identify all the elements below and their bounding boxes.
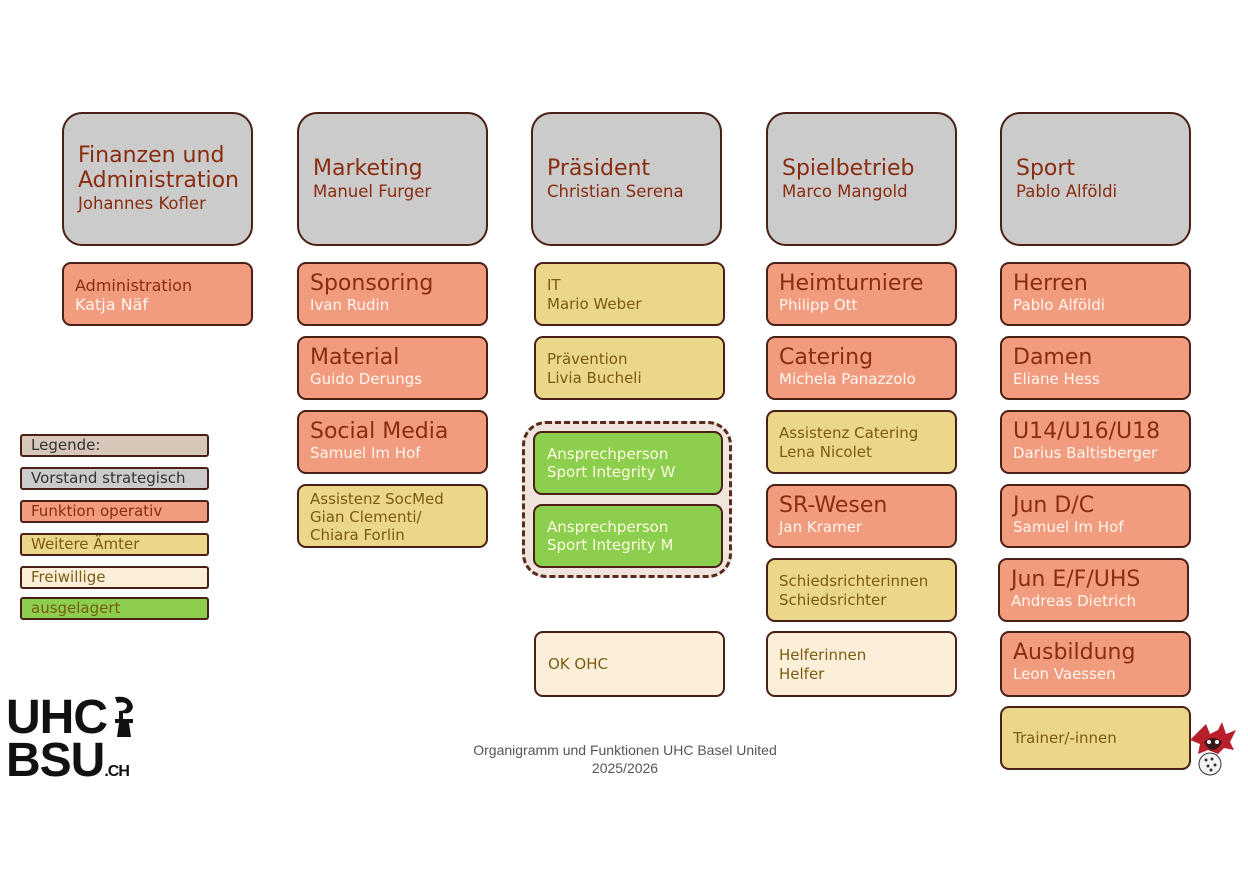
node-title: Assistenz Catering — [779, 424, 919, 442]
node-title: Herren — [1013, 271, 1088, 296]
node-title: Heimturniere — [779, 271, 924, 296]
header-title: Präsident — [547, 155, 651, 181]
node-herren: Herren Pablo Alföldi — [1000, 262, 1191, 326]
header-title: Finanzen und Administration — [78, 143, 239, 193]
node-title: Damen — [1013, 345, 1093, 370]
node-assistenz-catering: Assistenz Catering Lena Nicolet — [766, 410, 957, 474]
node-title: Ausbildung — [1013, 640, 1136, 665]
node-praevention: Prävention Livia Bucheli — [534, 336, 725, 400]
logo-line1: UHC — [6, 691, 108, 744]
node-integrity-m: Ansprechperson Sport Integrity M — [533, 504, 723, 568]
node-title: Ansprechperson — [547, 445, 669, 463]
uhc-bsu-logo: UHC BSU.CH — [6, 691, 139, 793]
node-title: Catering — [779, 345, 874, 370]
header-person: Christian Serena — [547, 181, 684, 201]
header-title: Sport — [1016, 155, 1076, 181]
node-subtitle: Schiedsrichter — [779, 591, 887, 609]
node-u14-u16-u18: U14/U16/U18 Darius Baltisberger — [1000, 410, 1191, 474]
node-integrity-w: Ansprechperson Sport Integrity W — [533, 431, 723, 495]
node-title: Jun E/F/UHS — [1011, 567, 1141, 592]
node-person: Philipp Ott — [779, 296, 858, 314]
node-title: Social Media — [310, 419, 449, 444]
node-title: U14/U16/U18 — [1013, 419, 1161, 444]
node-title: Sponsoring — [310, 271, 434, 296]
node-title: Jun D/C — [1013, 493, 1095, 518]
node-person: Chiara Forlin — [310, 526, 405, 544]
header-title: Marketing — [313, 155, 423, 181]
node-sponsoring: Sponsoring Ivan Rudin — [297, 262, 488, 326]
basel-staff-icon — [115, 696, 133, 737]
node-material: Material Guido Derungs — [297, 336, 488, 400]
node-person: Gian Clementi/ — [310, 508, 422, 526]
logo-suffix: .CH — [104, 763, 130, 780]
node-person: Andreas Dietrich — [1011, 592, 1137, 610]
header-title: Spielbetrieb — [782, 155, 915, 181]
header-sport: Sport Pablo Alföldi — [1000, 112, 1191, 246]
legend-freiwillige: Freiwillige — [20, 566, 209, 589]
node-person: Darius Baltisberger — [1013, 444, 1158, 462]
node-title: Helferinnen — [779, 646, 867, 664]
node-title: Schiedsrichterinnen — [779, 572, 929, 590]
node-title: IT — [547, 276, 561, 294]
diagram-caption: Organigramm und Funktionen UHC Basel Uni… — [440, 741, 810, 777]
node-person: Samuel Im Hof — [1013, 518, 1124, 536]
node-subtitle: Sport Integrity M — [547, 536, 674, 554]
node-title: Prävention — [547, 350, 628, 368]
node-title: SR-Wesen — [779, 493, 888, 518]
node-subtitle: Helfer — [779, 665, 825, 683]
node-jun-dc: Jun D/C Samuel Im Hof — [1000, 484, 1191, 548]
legend-ausgelagert: ausgelagert — [20, 597, 209, 620]
node-person: Katja Näf — [75, 295, 149, 314]
node-ausbildung: Ausbildung Leon Vaessen — [1000, 631, 1191, 697]
header-person: Johannes Kofler — [78, 194, 206, 213]
node-title: Ansprechperson — [547, 518, 669, 536]
node-schiedsrichter: Schiedsrichterinnen Schiedsrichter — [766, 558, 957, 622]
node-person: Livia Bucheli — [547, 369, 642, 387]
node-administration: Administration Katja Näf — [62, 262, 253, 326]
header-finanzen: Finanzen und Administration Johannes Kof… — [62, 112, 253, 246]
node-person: Ivan Rudin — [310, 296, 390, 314]
node-trainer: Trainer/-innen — [1000, 706, 1191, 770]
node-person: Leon Vaessen — [1013, 665, 1116, 683]
legend-title: Legende: — [20, 434, 209, 457]
legend-funktion: Funktion operativ — [20, 500, 209, 523]
node-jun-ef-uhs: Jun E/F/UHS Andreas Dietrich — [998, 558, 1189, 622]
node-sr-wesen: SR-Wesen Jan Kramer — [766, 484, 957, 548]
node-person: Mario Weber — [547, 295, 642, 313]
caption-line1: Organigramm und Funktionen UHC Basel Uni… — [473, 742, 777, 758]
header-praesident: Präsident Christian Serena — [531, 112, 722, 246]
node-person: Lena Nicolet — [779, 443, 872, 461]
caption-line2: 2025/2026 — [591, 760, 659, 776]
header-person: Pablo Alföldi — [1016, 181, 1118, 201]
node-person: Jan Kramer — [779, 518, 863, 536]
node-damen: Damen Eliane Hess — [1000, 336, 1191, 400]
logo-line2: BSU — [6, 734, 105, 787]
node-title: OK OHC — [548, 654, 608, 673]
node-person: Michela Panazzolo — [779, 370, 916, 388]
node-title: Assistenz SocMed — [310, 490, 444, 508]
node-catering: Catering Michela Panazzolo — [766, 336, 957, 400]
node-helfer: Helferinnen Helfer — [766, 631, 957, 697]
node-title: Trainer/-innen — [1013, 728, 1117, 747]
bat-mascot-icon — [1190, 722, 1236, 776]
node-it: IT Mario Weber — [534, 262, 725, 326]
node-social-media: Social Media Samuel Im Hof — [297, 410, 488, 474]
node-person: Eliane Hess — [1013, 370, 1100, 388]
node-title: Administration — [75, 276, 193, 295]
header-person: Manuel Furger — [313, 181, 432, 201]
header-spielbetrieb: Spielbetrieb Marco Mangold — [766, 112, 957, 246]
node-subtitle: Sport Integrity W — [547, 463, 676, 481]
legend-vorstand: Vorstand strategisch — [20, 467, 209, 490]
node-heimturniere: Heimturniere Philipp Ott — [766, 262, 957, 326]
node-person: Pablo Alföldi — [1013, 296, 1105, 314]
node-person: Samuel Im Hof — [310, 444, 421, 462]
legend-weitere: Weitere Ämter — [20, 533, 209, 556]
node-assistenz-socmed: Assistenz SocMed Gian Clementi/ Chiara F… — [297, 484, 488, 548]
header-person: Marco Mangold — [782, 181, 908, 201]
node-ok-ohc: OK OHC — [534, 631, 725, 697]
node-title: Material — [310, 345, 400, 370]
node-person: Guido Derungs — [310, 370, 423, 388]
header-marketing: Marketing Manuel Furger — [297, 112, 488, 246]
